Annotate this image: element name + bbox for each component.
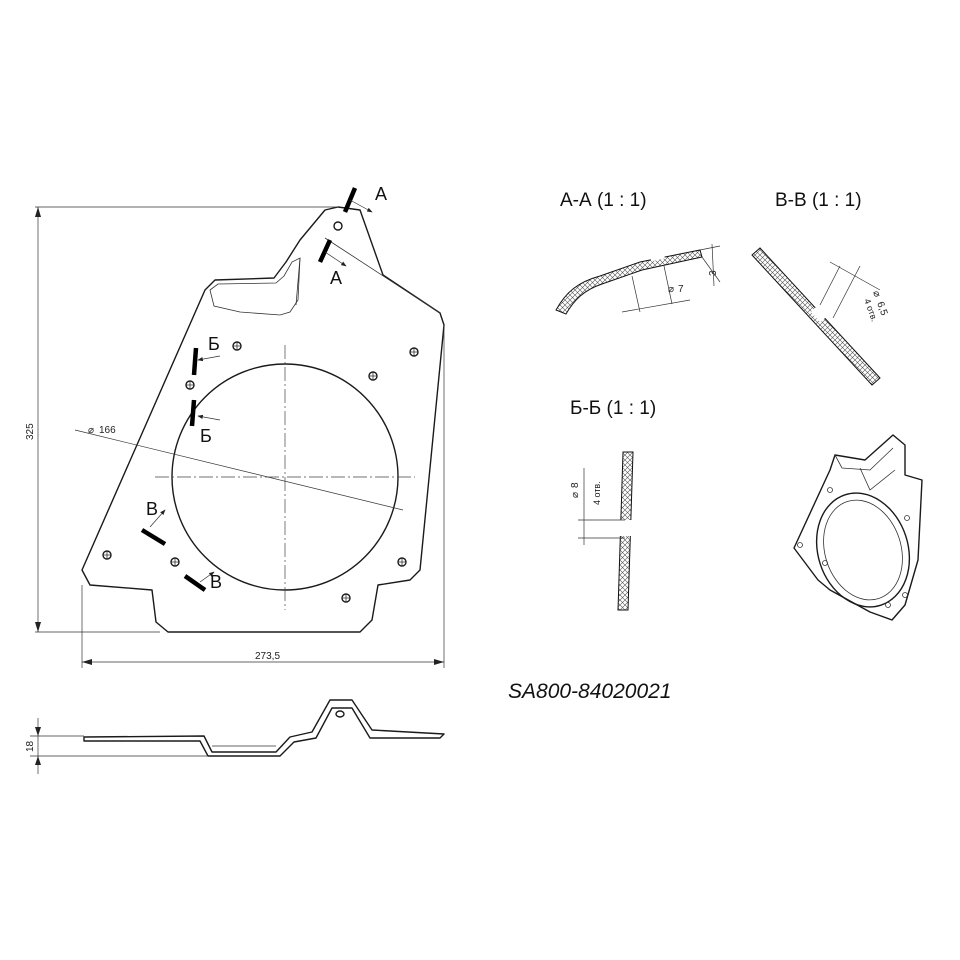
bb-holes-count: 4 отв. [592,481,602,505]
section-cut-a: А А [317,184,387,288]
thickness-value: 18 [25,740,36,752]
diameter-leader [74,429,404,511]
section-aa-title: А-А (1 : 1) [560,190,647,211]
section-cut-v: В В [140,499,222,592]
bb-diameter-value: 8 [570,482,581,488]
section-cut-b: Б Б [189,334,221,446]
diameter-symbol: ⌀ [88,425,94,436]
mounting-holes [102,221,419,603]
main-view: А А Б Б В В 325 [25,184,445,668]
side-view: 18 [25,699,445,774]
section-bb: Б-Б (1 : 1) ⌀ 8 4 отв. [570,398,656,611]
section-vv-title: В-В (1 : 1) [775,190,862,211]
section-vv: В-В (1 : 1) ⌀ 6,5 4 отв. [751,190,889,386]
aa-depth-value: 3 [708,270,719,276]
dimension-height: 325 [25,206,338,633]
diameter-value: 166 [99,425,116,436]
aa-diameter-value: 7 [678,284,684,295]
cut-label-b-bottom: Б [200,426,212,446]
dimension-width: 273,5 [81,325,445,668]
isometric-view [793,434,923,621]
plate-outline [81,206,445,633]
embossed-pocket [209,257,301,316]
cut-label-v-top: В [146,499,158,519]
part-number: SA800-84020021 [508,680,671,703]
vv-holes-count: 4 отв. [862,297,880,323]
width-value: 273,5 [255,651,280,662]
vv-diameter-symbol: ⌀ [870,289,882,298]
vv-diameter-value: 6,5 [874,300,889,317]
dimension-diameter: ⌀ 166 [88,425,116,436]
cut-label-a-bottom: А [330,268,342,288]
cut-label-v-bottom: В [210,572,222,592]
section-bb-title: Б-Б (1 : 1) [570,398,656,419]
cut-label-a-top: А [375,184,387,204]
cut-label-b-top: Б [208,334,220,354]
bb-diameter-symbol: ⌀ [570,492,581,498]
height-value: 325 [25,423,36,440]
section-aa: А-А (1 : 1) ⌀ 7 3 [555,190,721,315]
aa-diameter-symbol: ⌀ [668,284,674,295]
